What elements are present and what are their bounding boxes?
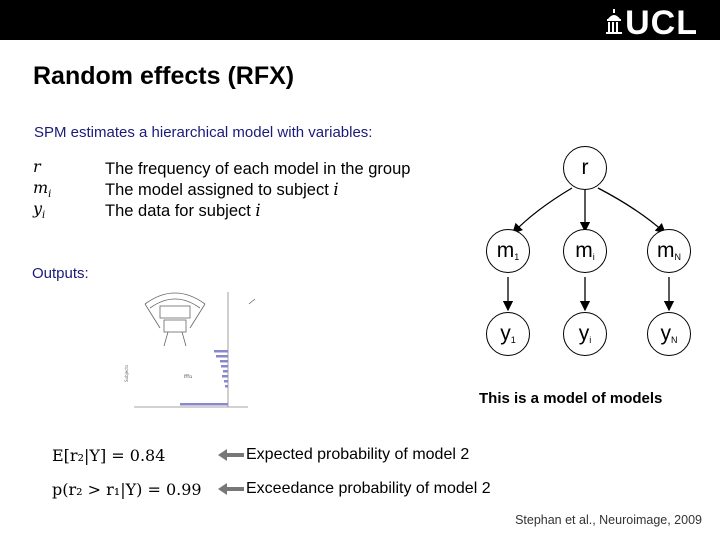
edge-r-mN <box>597 187 666 234</box>
exceedance-probability-label: Exceedance probability of model 2 <box>246 480 491 497</box>
variable-row: yi The data for subject i <box>33 199 410 222</box>
arrow-left-icon <box>218 483 244 495</box>
model-comparison-figure: m₁ Subjects <box>124 292 255 408</box>
variable-description: The data for subject i <box>105 200 261 220</box>
edge-r-m1 <box>512 187 573 234</box>
model-1-diagram <box>144 292 206 347</box>
variable-row: mi The model assigned to subject i <box>33 178 410 201</box>
figure-bars <box>180 350 228 406</box>
variable-row: r The frequency of each model in the gro… <box>33 157 411 179</box>
ucl-logo: UCL <box>605 6 698 40</box>
slide-title: Random effects (RFX) <box>33 62 295 90</box>
equation-expected: E[r₂|Y] = 0.84 <box>52 446 166 465</box>
arrow-left-icon <box>218 449 244 461</box>
variable-description: The model assigned to subject i <box>105 179 339 199</box>
portico-dome-icon <box>606 9 623 34</box>
graph-edges <box>502 187 675 312</box>
expected-probability-label: Expected probability of model 2 <box>246 446 470 463</box>
variable-list: r The frequency of each model in the gro… <box>33 157 411 222</box>
variable-symbol: r <box>33 157 41 177</box>
figure-model-label-1: m₁ <box>184 373 193 380</box>
outputs-label: Outputs: <box>32 265 89 282</box>
citation: Stephan et al., Neuroimage, 2009 <box>515 513 702 527</box>
variable-symbol: yi <box>33 199 46 222</box>
variable-symbol: mi <box>33 178 52 201</box>
figure-y-label: Subjects <box>124 365 129 382</box>
header-bar: UCL <box>0 0 720 40</box>
node-r: r <box>563 146 607 190</box>
logo-text: UCL <box>625 4 698 42</box>
variable-description: The frequency of each model in the group <box>105 159 411 178</box>
model-2-diagram <box>248 298 255 305</box>
equation-exceedance: p(r₂ > r₁|Y) = 0.99 <box>52 480 202 499</box>
intro-text: SPM estimates a hierarchical model with … <box>34 124 373 141</box>
graph-caption: This is a model of models <box>479 390 663 407</box>
